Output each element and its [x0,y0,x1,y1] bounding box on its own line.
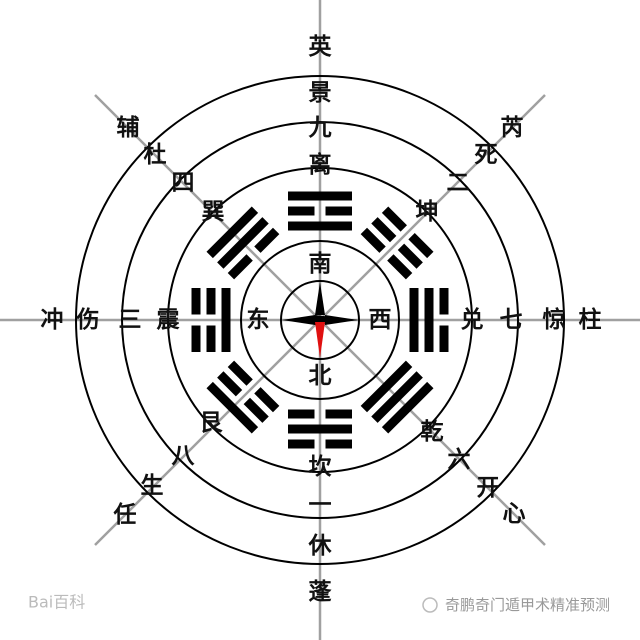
trigram-line-yin [288,439,315,449]
door-gen: 生 [141,473,164,499]
trigram-name-kan: 坎 [309,453,332,480]
trigram-line-yang [381,381,434,434]
trigram-line-yang [409,288,419,352]
ring-number [121,121,519,519]
trigram-line-yin [227,360,253,386]
trigram-line-yin [439,325,449,352]
trigram-line-yang [221,288,231,352]
trigram-line-yin [206,325,216,352]
trigram-line-yin [243,397,269,423]
trigram-line-yin [381,206,407,232]
star-east-west-icon [282,315,358,325]
trigram-line-yin [325,206,352,216]
door-dui: 惊 [543,306,566,333]
trigram-line-yang [288,424,352,434]
trigram-name-dui: 兑 [461,306,484,333]
star-south-needle-icon [315,322,325,358]
watermark-right: 奇鹏奇门遁甲术精准预测 [445,596,610,614]
watermark-left: Bai百科 [28,593,85,612]
door-zhen: 伤 [76,307,100,333]
trigram-line-yin [325,409,352,419]
star-zhen: 冲 [41,307,64,333]
trigram-line-yin [288,409,315,419]
number-xun: 四 [172,170,195,196]
trigram-line-yin [325,439,352,449]
trigram-name-zhen: 震 [157,307,181,333]
star-dui: 柱 [579,307,602,333]
number-li: 九 [308,115,332,141]
number-qian: 六 [448,447,471,473]
trigram-line-yang [206,206,259,259]
trigram-line-yin [397,243,423,269]
compass-star [282,282,358,358]
star-qian: 心 [503,501,526,527]
ring-door [75,75,565,565]
number-gen: 八 [172,443,196,469]
star-xun: 辅 [117,114,140,141]
number-dui: 七 [500,307,523,333]
trigram-line-yin [360,227,386,253]
rings [75,75,565,565]
trigram-line-yin [254,227,280,253]
door-xun: 杜 [144,142,167,168]
trigram-gen [206,360,280,434]
trigram-line-yin [206,288,216,315]
trigram-line-yang [288,221,352,231]
trigram-qian [360,360,434,434]
trigram-line-yang [424,288,434,352]
trigram-line-yin [191,288,201,315]
trigram-line-yin [288,206,315,216]
star-li: 英 [309,33,333,60]
door-kun: 死 [475,142,498,168]
trigram-line-yang [206,381,259,434]
number-kan: 一 [309,492,332,518]
trigram-li [288,191,352,231]
trigram-name-qian: 乾 [421,418,444,445]
ring-compass [280,280,360,360]
trigram-line-yang [288,191,352,201]
trigram-line-yin [371,217,397,243]
trigram-line-yin [227,254,253,280]
door-li: 景 [309,80,332,106]
star-gen: 任 [113,501,137,528]
trigram-line-yin [254,387,280,413]
trigram-name-li: 离 [309,151,332,178]
trigram-line-yang [371,371,423,423]
trigram-xun [206,206,280,280]
trigram-line-yin [439,288,449,315]
ring-trigram [167,167,473,473]
ring-directions [240,240,400,400]
number-kun: 二 [447,170,470,196]
trigram-line-yin [408,233,434,259]
star-east-arm-icon [325,315,358,325]
star-kun: 芮 [501,114,524,141]
star-kan: 蓬 [309,579,333,605]
direction-north: 北 [309,363,332,389]
door-qian: 开 [477,475,500,501]
trigram-line-yin [191,325,201,352]
direction-south: 南 [309,251,332,277]
trigram-name-xun: 巽 [202,199,225,225]
trigram-dui [409,288,449,352]
trigram-line-yin [387,254,413,280]
trigram-zhen [191,288,231,352]
wechat-icon [422,597,438,613]
direction-west: 西 [369,307,392,333]
trigram-symbols [191,191,449,449]
trigram-line-yang [360,360,413,413]
trigram-kan [288,409,352,449]
door-kan: 休 [308,533,333,559]
direction-east: 东 [247,306,270,333]
star-north-point-icon [315,282,325,315]
trigram-name-kun: 坤 [416,199,439,225]
number-zhen: 三 [119,307,142,333]
trigram-kun [360,206,434,280]
trigram-line-yin [217,371,243,397]
trigram-line-yang [217,217,269,269]
trigram-name-gen: 艮 [200,410,224,436]
